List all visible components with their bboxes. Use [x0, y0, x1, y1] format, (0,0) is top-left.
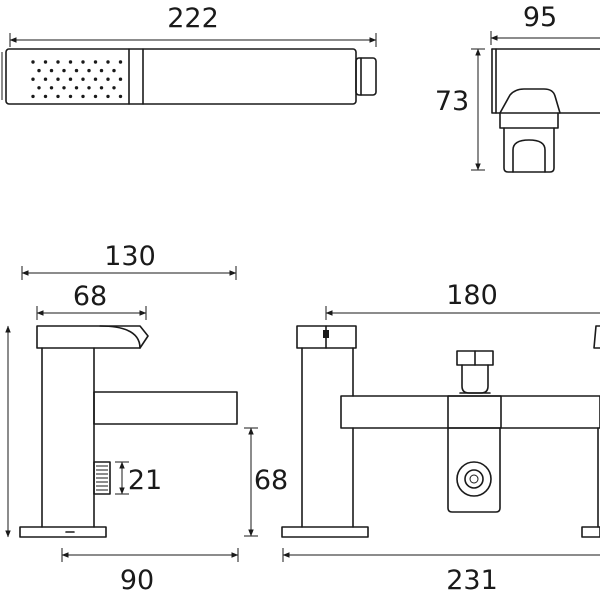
spray-nozzle-dot — [87, 86, 91, 90]
dimension-label-side-overall-width: 130 — [104, 241, 156, 272]
spray-nozzle-dot — [118, 94, 123, 99]
spray-nozzle-dot — [49, 86, 54, 90]
spray-nozzle-dot — [81, 60, 85, 64]
spray-nozzle-dot — [93, 94, 98, 99]
spray-nozzle-dot — [37, 68, 41, 73]
spray-nozzle-dot — [74, 68, 79, 73]
dimension-label-side-spout-height: 68 — [254, 465, 288, 496]
spray-nozzle-dot — [93, 77, 98, 81]
dimension-side-base-depth: 90 — [61, 548, 239, 596]
dimension-front-centres: 180 — [325, 280, 600, 320]
side-tap-outline — [19, 325, 238, 538]
spray-nozzle-dot — [99, 68, 104, 73]
spray-nozzle-dot — [106, 60, 110, 64]
spray-nozzle-dot — [106, 94, 110, 99]
spray-nozzle-dot — [62, 86, 66, 90]
dimension-label-front-overall-width: 231 — [446, 565, 498, 596]
spray-nozzle-dot — [99, 86, 104, 90]
dimension-side-handle-width: 68 — [36, 281, 147, 320]
side-elevation: 130 68 21 — [5, 241, 288, 596]
dimension-label-side-thread-height: 21 — [128, 465, 162, 496]
front-elevation: 180 231 — [281, 280, 600, 596]
spray-nozzle-dot — [49, 68, 54, 73]
dimension-label-side-handle-width: 68 — [73, 281, 107, 312]
spray-nozzle-dot — [118, 60, 123, 64]
spray-nozzle-dot — [43, 77, 48, 81]
spray-nozzle-dot — [118, 77, 123, 81]
spray-nozzle-dot — [93, 60, 98, 64]
spray-nozzle-dot — [31, 77, 35, 81]
spray-nozzle-dot — [81, 77, 85, 81]
spray-nozzle-dot — [81, 94, 85, 99]
dimension-holder-depth: 95 — [490, 2, 600, 45]
spray-nozzle-dot — [68, 60, 73, 64]
handset-outline — [1, 48, 377, 105]
front-tap-outline — [281, 325, 600, 538]
dimension-side-spout-height: 68 — [244, 427, 288, 537]
spray-nozzle-dot — [112, 86, 116, 90]
spray-nozzle-dot — [56, 94, 60, 99]
dimension-label-side-base-depth: 90 — [120, 565, 154, 596]
dimension-holder-height: 73 — [435, 48, 485, 171]
spray-nozzle-dot — [106, 77, 110, 81]
spray-nozzle-grid — [31, 60, 123, 99]
holder-view: 95 73 — [435, 2, 600, 173]
holder-outline — [491, 48, 600, 173]
spray-nozzle-dot — [31, 60, 35, 64]
spray-nozzle-dot — [68, 94, 73, 99]
spray-nozzle-dot — [31, 94, 35, 99]
spray-nozzle-dot — [56, 77, 60, 81]
spray-nozzle-dot — [112, 68, 116, 73]
spray-nozzle-dot — [62, 68, 66, 73]
dimension-handset-length: 222 — [9, 3, 377, 47]
spray-nozzle-dot — [43, 94, 48, 99]
dimension-label-handset-length: 222 — [167, 3, 219, 34]
dimension-front-overall-width: 231 — [282, 548, 600, 596]
dimension-side-thread-height: 21 — [115, 461, 162, 496]
spray-nozzle-dot — [68, 77, 73, 81]
thread-connector — [93, 461, 111, 495]
handset-view: 222 — [1, 3, 377, 105]
spray-nozzle-dot — [37, 86, 41, 90]
spray-nozzle-dot — [56, 60, 60, 64]
spray-nozzle-dot — [43, 60, 48, 64]
spray-nozzle-dot — [87, 68, 91, 73]
dimension-side-overall-width: 130 — [21, 241, 237, 280]
dimension-label-holder-height: 73 — [435, 86, 469, 117]
spray-nozzle-dot — [74, 86, 79, 90]
dimension-label-holder-depth: 95 — [523, 2, 557, 33]
dimension-label-front-centres: 180 — [446, 280, 498, 311]
